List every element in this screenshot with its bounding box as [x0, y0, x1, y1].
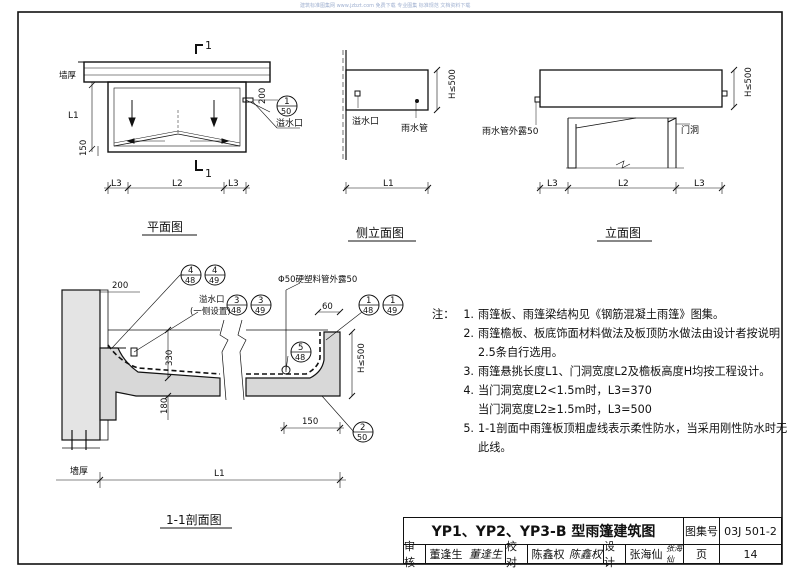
section-title: 1-1剖面图: [166, 513, 222, 527]
plan-callout-top: 1: [284, 97, 290, 107]
plan-l2-label: L2: [172, 179, 183, 189]
section-wall-label: 墙厚: [70, 465, 88, 477]
elev-pipe-label: 雨水管外露50: [482, 125, 539, 137]
elev-door-label: 门洞: [681, 124, 699, 136]
section-callout-4-top: 3: [258, 296, 263, 306]
section-dim-200: 200: [112, 281, 128, 291]
notes-lead: 注：: [432, 308, 455, 321]
note-number: 4.: [463, 384, 474, 397]
section-view: [56, 264, 404, 488]
side-elevation-view: [342, 50, 441, 194]
plan-section-mark-bottom: 1: [205, 167, 212, 180]
section-callout-1-top: 4: [188, 266, 193, 276]
section-pipe-label: Φ50硬塑料管外露50: [278, 274, 357, 285]
section-overflow-note: (一侧设置): [190, 306, 231, 317]
check-label: 校对: [506, 540, 528, 569]
section-callout-6-top: 1: [390, 296, 395, 306]
plan-title: 平面图: [147, 220, 183, 234]
elev-l3-left: L3: [547, 179, 558, 189]
atlas-label: 图集号: [684, 518, 720, 545]
plan-l3-left: L3: [111, 179, 122, 189]
note-number: 1.: [463, 308, 474, 321]
section-callout-8-top: 2: [360, 423, 365, 433]
side-overflow-label: 溢水口: [352, 115, 379, 127]
elev-l2-label: L2: [618, 179, 629, 189]
side-title: 侧立面图: [356, 225, 404, 240]
plan-dim-150: 150: [79, 140, 89, 156]
design-signature: 张海仙: [666, 545, 684, 563]
note-number: [460, 438, 478, 457]
section-callout-5-top: 1: [366, 296, 371, 306]
note-text: 1-1剖面中雨篷板顶粗虚线表示柔性防水，当采用刚性防水时无: [478, 422, 788, 435]
section-callout-2-bottom: 49: [209, 276, 219, 285]
section-dim-180: 180: [160, 398, 170, 414]
section-dim-150: 150: [302, 417, 318, 427]
elev-l3-right: L3: [694, 179, 705, 189]
side-pipe-label: 雨水管: [401, 122, 428, 134]
note-text: 雨篷悬挑长度L1、门洞宽度L2及檐板高度H均按工程设计。: [478, 365, 771, 378]
section-callout-5-bottom: 48: [363, 306, 373, 315]
note-text: 当门洞宽度L2<1.5m时，L3=370: [478, 384, 652, 397]
page-value: 14: [743, 547, 758, 561]
drawing-frame: [17, 11, 783, 565]
atlas-value: 03J 501-2: [720, 518, 781, 545]
side-l1-label: L1: [383, 179, 394, 189]
plan-l3-right: L3: [228, 179, 239, 189]
plan-overflow-label: 溢水口: [276, 117, 303, 129]
note-text: 雨篷板、雨篷梁结构见《钢筋混凝土雨篷》图集。: [478, 308, 725, 321]
plan-wall-label: 墙厚: [59, 70, 77, 81]
elev-title: 立面图: [605, 225, 641, 240]
design-notes: 注： 1. 雨篷板、雨篷梁结构见《钢筋混凝土雨篷》图集。 2. 雨篷檐板、板底饰…: [432, 305, 792, 457]
section-overflow-label: 溢水口: [199, 294, 225, 305]
note-number: 5.: [463, 422, 474, 435]
section-dim-330: 330: [165, 350, 175, 366]
front-elevation-view: [534, 66, 738, 194]
section-callout-1-bottom: 48: [185, 276, 195, 285]
section-h-label: H≤500: [357, 343, 367, 373]
section-l1-label: L1: [214, 469, 225, 479]
section-callout-8-bottom: 50: [357, 433, 367, 442]
section-callout-2-top: 4: [212, 266, 217, 276]
review-signature: 董逢生: [466, 545, 506, 563]
review-label: 审核: [404, 540, 426, 569]
section-callout-3-bottom: 48: [231, 306, 241, 315]
section-callout-6-bottom: 49: [387, 306, 397, 315]
note-text: 2.5条自行选用。: [478, 346, 563, 359]
note-number: 2.: [463, 327, 474, 340]
check-signature: 陈鑫权: [568, 545, 604, 563]
note-text: 此线。: [478, 441, 512, 454]
section-callout-7-top: 5: [298, 343, 303, 353]
note-number: [460, 343, 478, 362]
note-number: 3.: [463, 365, 474, 378]
plan-dim-200: 200: [258, 88, 268, 104]
page-label: 页: [684, 545, 720, 563]
side-h-label: H≤500: [448, 69, 458, 99]
design-name: 张海仙: [629, 548, 663, 561]
review-name: 董逢生: [429, 548, 463, 561]
title-block: YP1、YP2、YP3-B 型雨篷建筑图 图集号 03J 501-2 审核 董逢…: [403, 517, 782, 569]
design-label: 设计: [604, 540, 626, 569]
section-dim-60: 60: [322, 302, 333, 312]
check-name: 陈鑫权: [531, 548, 565, 561]
plan-callout-bottom: 50: [281, 107, 291, 116]
drawing-title: YP1、YP2、YP3-B 型雨篷建筑图: [404, 518, 684, 545]
plan-view: [78, 44, 300, 194]
note-number: [460, 400, 478, 419]
note-text: 当门洞宽度L2≥1.5m时，L3=500: [478, 403, 652, 416]
note-text: 雨篷檐板、板底饰面材料做法及板顶防水做法由设计者按说明: [478, 327, 781, 340]
section-callout-4-bottom: 49: [255, 306, 265, 315]
plan-l1-label: L1: [68, 111, 79, 121]
watermark-text: 建筑标准图集网 www.jzbzt.com 免费下载 专业图集 标准规范 文档资…: [300, 3, 471, 9]
elev-h-label: H≤500: [744, 67, 754, 97]
section-callout-7-bottom: 48: [295, 353, 305, 362]
plan-section-mark-top: 1: [205, 39, 212, 52]
section-callout-3-top: 3: [234, 296, 239, 306]
